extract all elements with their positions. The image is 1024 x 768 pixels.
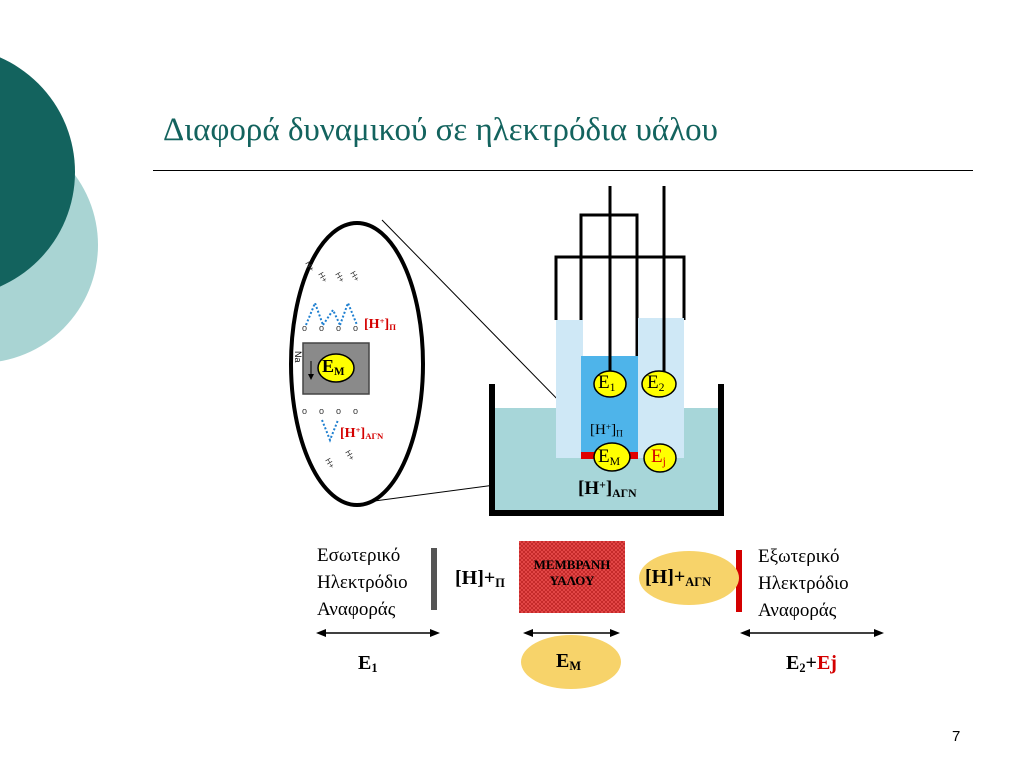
svg-text:o: o — [319, 323, 324, 333]
zoom-chains-bottom — [321, 419, 339, 443]
membrane-text: ΜΕΜΒΡΑΝΗ ΥΑΛΟΥ — [519, 557, 625, 589]
outer-reference-bar — [736, 550, 742, 612]
zoom-em-label: EM — [322, 356, 345, 378]
zoom-chains-top — [305, 300, 358, 326]
double-arrows — [316, 629, 884, 637]
svg-text:o: o — [353, 323, 358, 333]
e1-circle — [593, 370, 627, 398]
cell-e2-label: E2 — [647, 372, 665, 394]
em-ellipse — [521, 635, 621, 689]
scheme-em-label: EM — [556, 650, 582, 674]
page-number: 7 — [952, 728, 961, 745]
zoom-h-top-label: [H+]Π — [364, 316, 396, 333]
outer-reference-line-3: Αναφοράς — [758, 600, 837, 621]
zoom-oxygens-top: o o o o o o o o — [302, 323, 358, 416]
slide-title: Διαφορά δυναμικού σε ηλεκτρόδια υάλου — [163, 112, 718, 148]
membrane-line-2: ΥΑΛΟΥ — [549, 573, 595, 588]
inner-reference-line-2: Ηλεκτρόδιο — [317, 572, 408, 593]
cell-e1-label: E1 — [598, 372, 616, 394]
scheme-e1-label: E1 — [358, 652, 378, 676]
svg-text:o: o — [302, 323, 307, 333]
inner-reference-line-1: Εσωτερικό — [317, 545, 401, 566]
scheme-h-inner-label: [H]+Π — [455, 567, 505, 591]
scheme-h-outer-label: [H]+ΑΓΝ — [645, 566, 712, 590]
reference-tube-left — [556, 320, 583, 458]
h-outer-ellipse — [639, 551, 739, 605]
zoom-h-bottom-label: [H+]ΑΓΝ — [340, 425, 384, 442]
inner-reference-line-3: Αναφοράς — [317, 599, 396, 620]
svg-text:o: o — [336, 406, 341, 416]
svg-text:o: o — [319, 406, 324, 416]
inner-reference-text: Εσωτερικό Ηλεκτρόδιο Αναφοράς — [317, 542, 408, 623]
outer-reference-line-1: Εξωτερικό — [758, 546, 840, 567]
outer-reference-line-2: Ηλεκτρόδιο — [758, 573, 849, 594]
glass-membrane-block — [519, 541, 625, 613]
membrane-line-1: ΜΕΜΒΡΑΝΗ — [533, 557, 611, 572]
em-circle — [593, 442, 631, 472]
cell-h-inner-label: [H+]Π — [590, 422, 623, 440]
dark-teal-circle — [0, 57, 75, 287]
svg-text:o: o — [353, 406, 358, 416]
cell-em-label: EM — [598, 446, 621, 468]
title-divider — [153, 170, 973, 171]
e2-circle — [641, 370, 677, 398]
zoom-em-circle — [317, 353, 355, 383]
outer-reference-text: Εξωτερικό Ηλεκτρόδιο Αναφοράς — [758, 543, 849, 624]
zoom-na-label: Na — [293, 351, 303, 363]
decorative-circles — [0, 57, 98, 362]
inner-reference-bar — [431, 548, 437, 610]
svg-text:o: o — [302, 406, 307, 416]
cell-ej-label: Ej — [651, 446, 666, 468]
scheme-e2-ej-label: E2+Ej — [786, 652, 837, 676]
svg-text:o: o — [336, 323, 341, 333]
ej-circle — [643, 443, 677, 473]
cell-h-outer-label: [H+]ΑΓΝ — [578, 478, 637, 500]
